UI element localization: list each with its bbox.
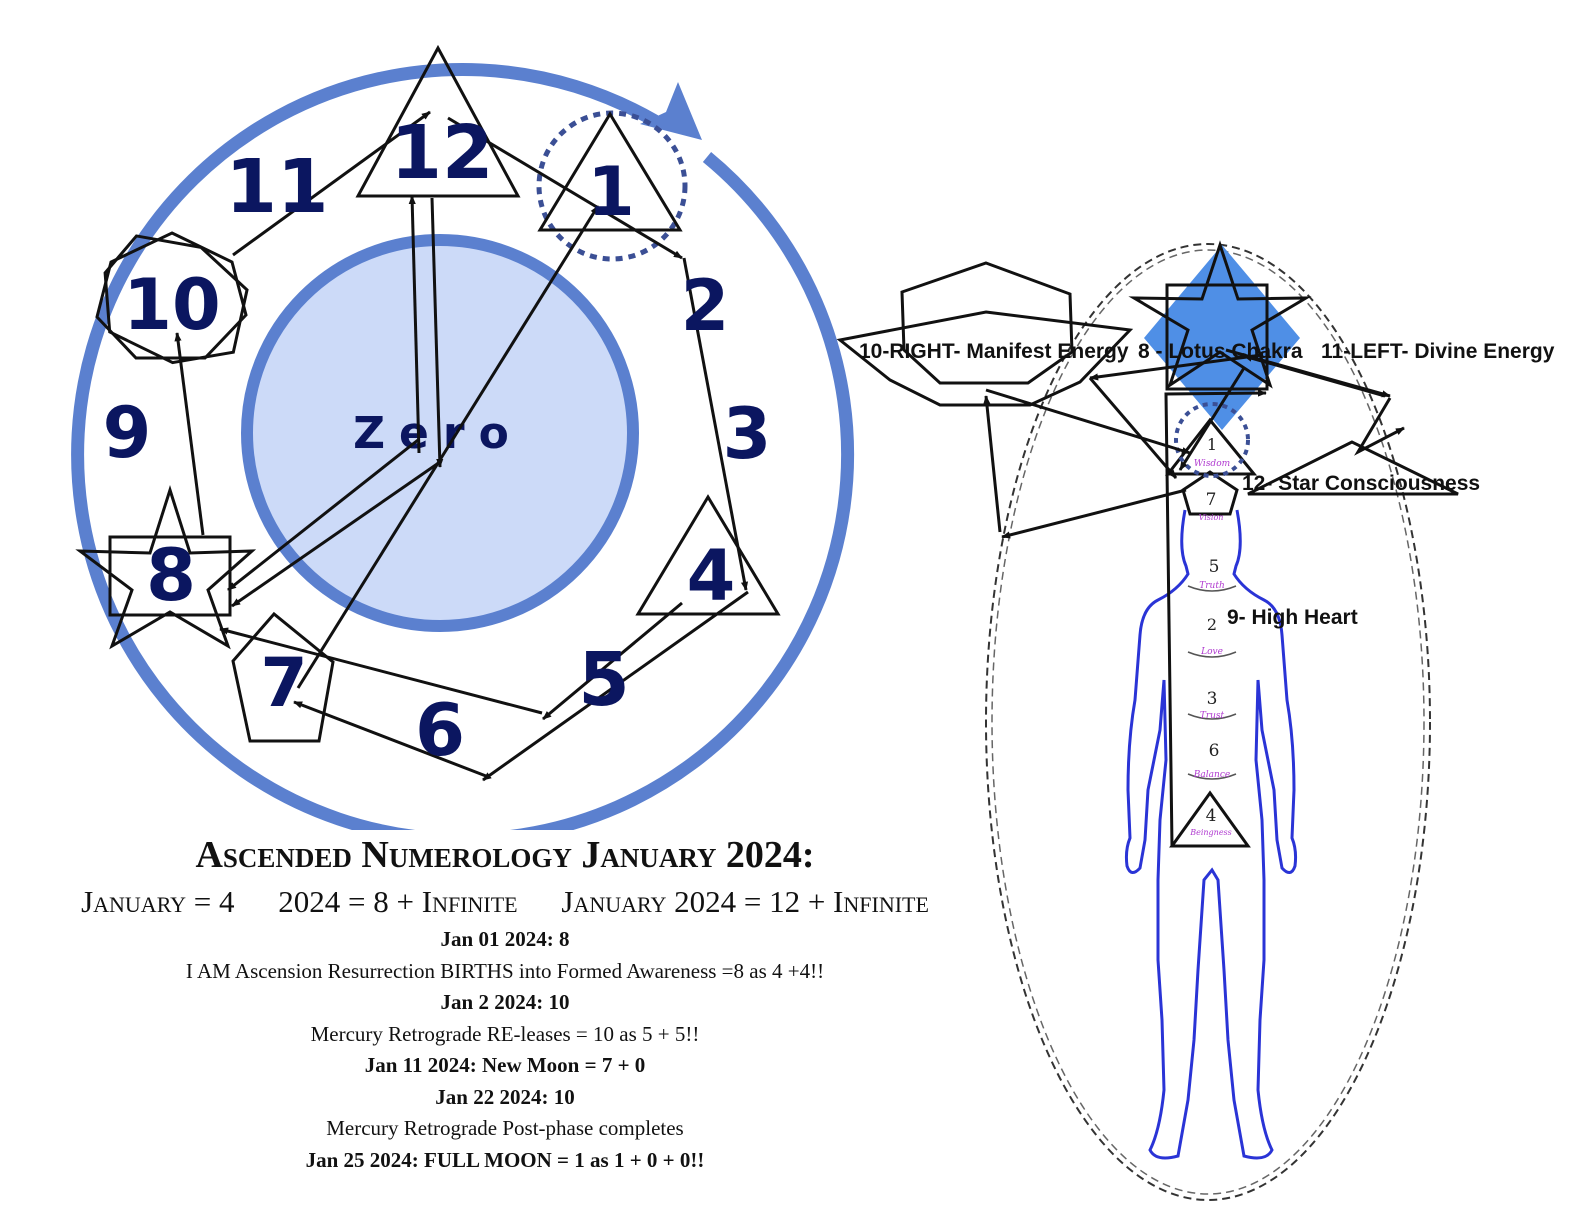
wheel-number-11: 11 [226,144,329,230]
arrow-12-zero [430,197,444,468]
caption-line-3: Jan 2 2024: 10 [440,990,570,1014]
outer-ring [71,63,855,830]
arrow-beingness-up [1164,389,1267,847]
arrow-5-8 [219,627,543,715]
caption-line-8: Jan 25 2024: FULL MOON = 1 as 1 + 0 + 0!… [305,1147,705,1172]
chakra-num-truth: 5 [1209,557,1220,577]
arrow-4b-5 [542,601,683,721]
label-left-divine: 11-LEFT- Divine Energy [1321,340,1555,363]
subtitle-line: January = 4 2024 = 8 + Infinite January … [0,880,1010,924]
heptagon-10a [95,231,248,360]
caption-line-7: Mercury Retrograde Post-phase completes [326,1116,684,1140]
chakra-num-vision: 7 [1206,490,1217,510]
arrow-left-star [1354,397,1405,456]
captions-block: Ascended Numerology January 2024: Januar… [0,830,1010,1176]
manifest-heptagon-b [836,310,1134,407]
triangle-12 [355,44,521,198]
arrow-zero-8a [227,438,419,592]
triangle-4 [635,494,781,616]
arrow-up-manifest [983,395,1002,533]
pentagon-7 [231,611,335,743]
wheel-number-8: 8 [146,533,196,617]
ring-arrowhead [640,82,702,140]
vision-pentagon [1181,470,1239,516]
subtitle-2024: 2024 = 8 + Infinite [278,884,518,919]
square-8 [108,535,232,617]
arrow-zero-8b [231,460,441,608]
caption-line-4: Mercury Retrograde RE-leases = 10 as 5 +… [310,1021,700,1046]
triangle-1 [537,111,683,232]
chakra-word-beingness: Beingness [1189,828,1232,837]
arrow-left-to-lotus [1243,354,1386,398]
wheel-number-2: 2 [681,265,730,347]
dotted-circle-wisdom [1174,402,1250,478]
chakra-word-vision: Vision [1199,513,1224,522]
chakra-num-trust: 3 [1207,689,1218,709]
chakra-num-beingness: 4 [1206,806,1217,826]
wheel-number-6: 6 [415,688,465,772]
wheel-number-1: 1 [587,153,634,232]
wheel-number-5: 5 [578,637,630,723]
arrow-lotus-left [1089,353,1263,381]
chakra-word-love: Love [1200,647,1223,657]
numerology-wheel: Zero [71,44,855,830]
lotus-square [1165,283,1269,391]
wheel-number-10: 10 [123,264,220,346]
aura-ellipse-outer [985,243,1431,1201]
human-figure [1124,509,1298,1160]
star-consciousness-triangle [1247,440,1459,496]
chakra-word-truth: Truth [1199,581,1225,591]
beingness-triangle [1169,790,1251,848]
chakra-num-love: 2 [1207,615,1217,634]
dotted-circle-1 [536,110,688,262]
arrow-head-manifest [1001,488,1187,539]
arrow-4-6 [482,590,749,782]
chakra-arc-balance [1187,773,1237,780]
chakra-num-balance: 6 [1209,741,1220,761]
wheel-number-4: 4 [687,535,736,617]
caption-line-5: Jan 11 2024: New Moon = 7 + 0 [364,1053,646,1077]
arrow-manifest-wisdom [985,388,1191,455]
chakra-arc-truth [1187,585,1237,592]
arrow-zero-12 [408,195,421,454]
aura-ellipse-inner [991,249,1425,1195]
chakra-word-trust: Trust [1200,711,1225,721]
subtitle-january: January = 4 [81,884,235,919]
wheel-number-3: 3 [723,393,772,475]
lotus-star [1128,240,1312,389]
arrow-lotus-vision [1178,367,1246,471]
chakra-word-balance: Balance [1193,770,1230,780]
wheel-number-9: 9 [103,392,152,474]
chakra-arc-trust [1187,713,1237,720]
arrow-5-7b [293,700,487,778]
caption-line-1: Jan 01 2024: 8 [440,927,570,951]
arrow-10-12 [232,110,431,257]
caption-line-6: Jan 22 2024: 10 [435,1084,575,1109]
arrow-8-10 [174,332,205,536]
label-high-heart: 9- High Heart [1227,606,1358,629]
wheel-number-7: 7 [260,644,307,723]
arrow-2-4 [682,257,749,591]
wheel-number-12: 12 [391,110,494,196]
caption-line-2: I AM Ascension Resurrection BIRTHS into … [185,958,825,983]
chakra-num-wisdom: 1 [1207,435,1217,454]
arrow-12-2 [447,116,683,260]
arrow-manifest-head [1088,377,1178,479]
heptagon-10b [103,234,249,365]
chakra-arc-love [1187,651,1237,658]
zero-label: Zero [353,408,523,459]
label-star-consciousness: 12- Star Consciousness [1242,472,1480,495]
subtitle-january-2024: January 2024 = 12 + Infinite [561,884,929,919]
manifest-heptagon-a [900,261,1074,385]
arrow-7-1 [296,205,600,689]
page-title: Ascended Numerology January 2024: [195,834,815,876]
label-lotus-chakra: 8 - Lotus Chakra [1138,340,1303,363]
star-8 [75,485,257,650]
label-right-manifest: 10-RIGHT- Manifest Energy [859,340,1129,363]
chakra-word-wisdom: Wisdom [1194,459,1230,469]
lotus-diamond [1144,245,1300,430]
